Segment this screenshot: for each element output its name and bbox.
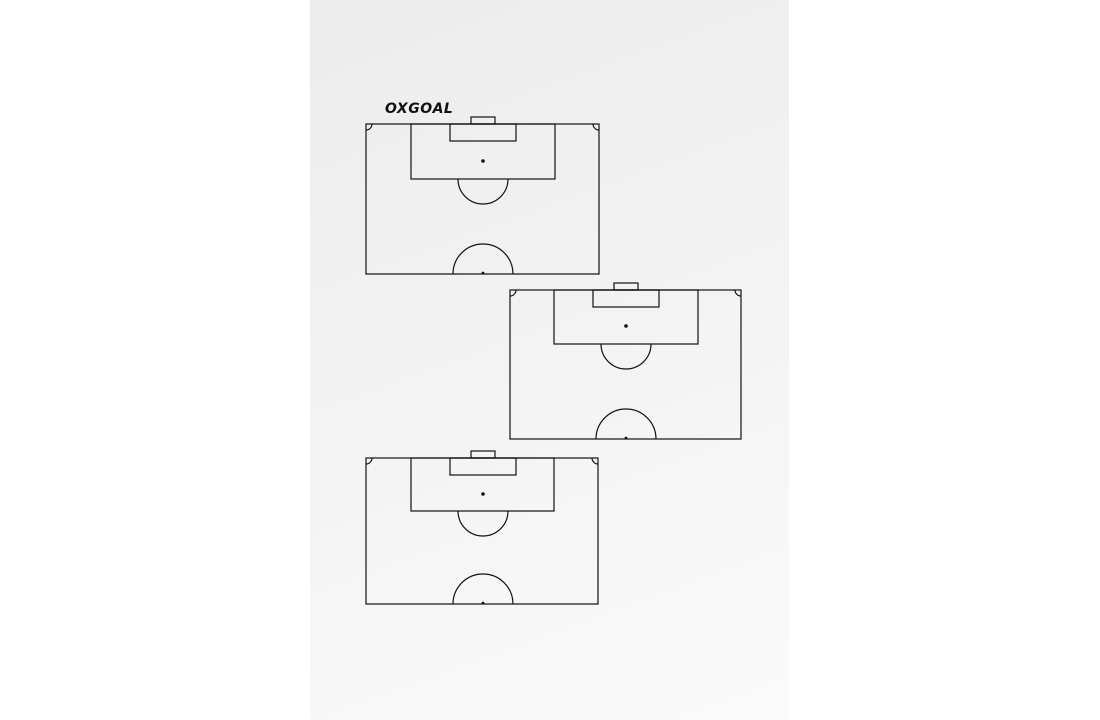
- goal-area: [592, 289, 660, 308]
- brand-logo: OXGOAL: [385, 101, 454, 117]
- center-spot: [481, 601, 485, 605]
- corner-arc: [509, 289, 517, 297]
- center-circle: [595, 408, 657, 440]
- center-spot: [481, 271, 485, 275]
- penalty-area: [410, 457, 555, 512]
- penalty-arc: [457, 510, 509, 537]
- soccer-pitch-diagram: [365, 116, 600, 275]
- corner-arc: [591, 457, 599, 465]
- goal: [470, 116, 496, 125]
- penalty-spot: [481, 492, 485, 496]
- corner-arc: [365, 457, 373, 465]
- corner-arc: [734, 289, 742, 297]
- penalty-arc: [600, 343, 652, 370]
- goal-area: [449, 123, 517, 142]
- penalty-area: [553, 289, 699, 345]
- penalty-spot: [624, 324, 628, 328]
- pitch-boundary: [509, 289, 742, 440]
- center-spot: [624, 436, 628, 440]
- pitch-boundary: [365, 123, 600, 275]
- goal-area: [449, 457, 517, 476]
- soccer-pitch-diagram: [365, 450, 599, 605]
- corner-arc: [365, 123, 373, 131]
- goal: [613, 282, 639, 291]
- center-circle: [452, 573, 514, 605]
- corner-arc: [592, 123, 600, 131]
- penalty-area: [410, 123, 556, 180]
- penalty-arc: [457, 178, 509, 205]
- whiteboard: OXGOAL: [310, 0, 789, 720]
- pitch-boundary: [365, 457, 599, 605]
- soccer-pitch-diagram: [509, 282, 742, 440]
- penalty-spot: [481, 159, 485, 163]
- goal: [470, 450, 496, 459]
- center-circle: [452, 243, 514, 275]
